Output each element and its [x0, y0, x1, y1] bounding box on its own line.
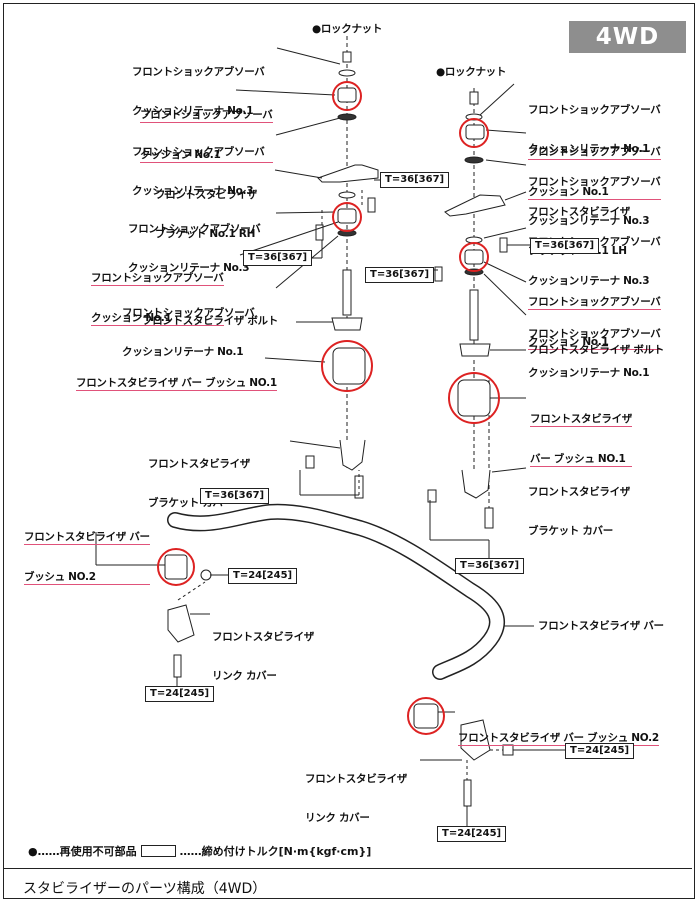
label-line: フロントショックアブソーバ — [122, 307, 255, 319]
label-line: ブラケット カバー — [528, 525, 613, 537]
label-line: フロントスタビライザ — [155, 189, 257, 201]
torque-box: T=36[367] — [380, 172, 450, 188]
label-line: クッションリテーナ No.1 — [528, 143, 650, 155]
locknut-label-right: ●ロックナット — [436, 66, 507, 78]
torque-box: T=36[367] — [200, 488, 270, 504]
torque-box: T=36[367] — [243, 250, 313, 266]
figure-caption: スタビライザーのパーツ構成（4WD） — [23, 881, 267, 897]
legend: ●……再使用不可部品 ……締め付けトルク[N·m{kgf·cm}] — [28, 843, 371, 859]
label-line: クッションリテーナ No.3 — [528, 275, 650, 287]
label-line: フロントスタビライザ バー — [24, 531, 150, 545]
label-line: バー ブッシュ NO.1 — [530, 453, 632, 467]
left-retainer3b-label: フロントショックアブソーバ クッションリテーナ No.3 — [128, 197, 261, 288]
label-line: フロントスタビライザ — [148, 458, 250, 470]
right-bolt-label: フロントスタビライザ ボルト — [528, 344, 664, 356]
right-cover-label: フロントスタビライザ ブラケット カバー — [528, 460, 630, 551]
label-line: リンク カバー — [212, 670, 277, 682]
label-line: クッションリテーナ No.1 — [528, 367, 650, 379]
right-cushion1b-label: フロントショックアブソーバ クッション No.1 — [528, 270, 661, 363]
right-retainer3-label: フロントショックアブソーバ クッションリテーナ No.3 — [528, 150, 661, 241]
label-line: フロントスタビライザ バー ブッシュ NO.1 — [76, 377, 277, 391]
label-line: クッションリテーナ No.3 — [128, 262, 250, 274]
label-line: フロントショックアブソーバ — [132, 66, 265, 78]
right-cushion1-label: フロントショックアブソーバ クッション No.1 — [528, 120, 661, 213]
right-bush1-label: フロントスタビライザ バー ブッシュ NO.1 — [530, 387, 632, 480]
label-line: フロントショックアブソーバ — [528, 176, 661, 188]
label-line: クッションリテーナ No.1 — [132, 105, 254, 117]
left-bush1-label: フロントスタビライザ バー ブッシュ NO.1 — [76, 351, 277, 404]
left-cushion1b-label: フロントショックアブソーバ クッション No.1 — [91, 246, 224, 339]
left-bracket-label: フロントスタビライザ ブラケット No.1 RH — [155, 163, 257, 254]
label-line: フロントスタビライザ バー ブッシュ NO.2 — [458, 732, 659, 746]
torque-box: T=36[367] — [455, 558, 525, 574]
label-line: クッションリテーナ No.3 — [132, 185, 254, 197]
label-line: クッションリテーナ No.1 — [122, 346, 244, 358]
left-bush2-label: フロントスタビライザ バー ブッシュ NO.2 — [24, 505, 150, 598]
label-line: フロントショックアブソーバ — [528, 328, 661, 340]
label-line: クッション No.1 — [528, 336, 661, 350]
left-retainer1-label: フロントショックアブソーバ クッションリテーナ No.1 — [132, 40, 265, 131]
label-line: フロントスタビライザ — [528, 486, 630, 498]
right-retainer1b-label: フロントショックアブソーバ クッションリテーナ No.1 — [528, 302, 661, 393]
label-line: フロントショックアブソーバ — [91, 272, 224, 286]
torque-box: T=24[245] — [145, 686, 215, 702]
left-cushion1-label: フロントショックアブソーバ クッション No.1 — [140, 83, 273, 176]
left-link-cover-label: フロントスタビライザ リンク カバー — [212, 605, 314, 696]
model-badge: 4WD — [569, 21, 686, 53]
locknut-label-left: ●ロックナット — [312, 23, 383, 35]
right-bush2-label: フロントスタビライザ バー ブッシュ NO.2 — [458, 706, 659, 759]
label-line: クッション No.1 — [140, 149, 273, 163]
torque-box: T=24[245] — [437, 826, 507, 842]
right-retainer1-label: フロントショックアブソーバ クッションリテーナ No.1 — [528, 78, 661, 169]
legend-nonreuse: ●……再使用不可部品 — [28, 845, 137, 858]
torque-box: T=36[367] — [365, 267, 435, 283]
label-line: ブッシュ NO.2 — [24, 571, 150, 585]
divider — [4, 868, 692, 869]
left-bolt-label: フロントスタビライザ ボルト — [142, 315, 278, 327]
label-line: フロントショックアブソーバ — [140, 109, 273, 123]
left-retainer1b-label: フロントショックアブソーバ クッションリテーナ No.1 — [122, 281, 255, 372]
label-line: フロントスタビライザ — [530, 413, 632, 427]
label-line: フロントスタビライザ — [305, 773, 407, 785]
label-line: フロントスタビライザ — [528, 206, 630, 218]
label-line: フロントショックアブソーバ — [528, 104, 661, 116]
torque-box: T=36[367] — [530, 238, 600, 254]
stabilizer-bar-label: フロントスタビライザ バー — [538, 620, 664, 632]
label-line: クッションリテーナ No.3 — [528, 215, 650, 227]
left-retainer3-label: フロントショックアブソーバ クッションリテーナ No.3 — [132, 120, 265, 211]
label-line: クッション No.1 — [91, 312, 224, 326]
label-line: フロントショックアブソーバ — [128, 223, 261, 235]
right-link-cover-label: フロントスタビライザ リンク カバー — [305, 747, 407, 838]
left-cover-label: フロントスタビライザ ブラケット カバー — [148, 432, 250, 523]
label-line: フロントショックアブソーバ — [528, 146, 661, 160]
label-line: フロントショックアブソーバ — [528, 296, 661, 310]
label-line: リンク カバー — [305, 812, 370, 824]
label-line: フロントショックアブソーバ — [132, 146, 265, 158]
torque-box: T=24[245] — [228, 568, 298, 584]
legend-torque: ……締め付けトルク[N·m{kgf·cm}] — [179, 845, 372, 858]
legend-torque-box — [140, 845, 176, 857]
label-line: クッション No.1 — [528, 186, 661, 200]
label-line: ブラケット No.1 RH — [155, 228, 256, 240]
torque-box: T=24[245] — [565, 743, 635, 759]
label-line: フロントスタビライザ — [212, 631, 314, 643]
